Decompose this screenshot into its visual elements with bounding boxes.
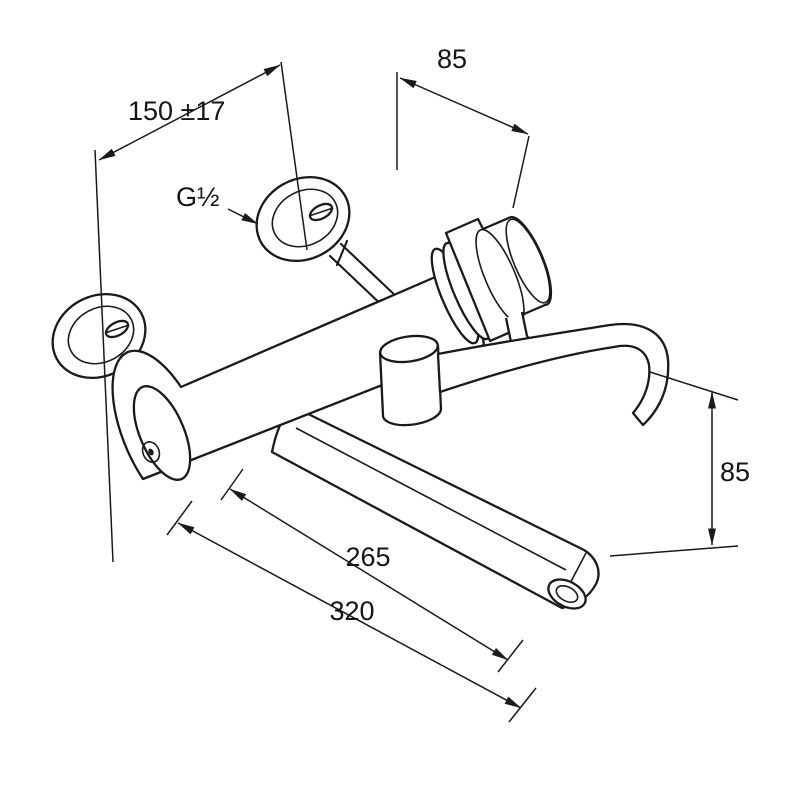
dim-label-top-offset: 85 [437,44,467,74]
handle-pivot-side [378,344,443,427]
spout [270,404,600,610]
dim-line-reach-outer [177,522,522,709]
handle-pivot-top [379,334,439,364]
flange-upper-rim [271,188,339,248]
ext-line-height-top [649,371,739,401]
ext-line-reach-inner-left [220,468,244,501]
handle-pivot [378,334,443,427]
dim-line-mounting-distance [98,64,281,161]
spout-ridge-line [295,427,567,571]
aerator-face [555,584,579,604]
ext-line-reach-outer-left [166,500,193,536]
dim-line-top-offset [399,77,529,135]
ext-line-top-offset-right [512,135,530,209]
body-tube [111,260,486,481]
flange-upper-slot-line [308,207,334,217]
head-end-face [505,218,551,304]
flange-lower-rim [67,305,135,365]
dim-label-mounting-distance: 150 ±17 [128,96,225,126]
dim-label-reach-inner: 265 [345,542,390,572]
dimensions: 150 ±17 85 G½ 265 320 85 [94,44,750,723]
body-end-screw [141,441,161,463]
lever-handle [436,322,670,427]
body-end-screw-dot [148,448,154,456]
wall-plane-line [94,149,114,563]
body-end-cap [132,385,192,481]
flange-lower-slot-line [104,324,130,334]
mixer-body [111,260,486,481]
ext-line-reach-outer-right [508,687,537,723]
spout-body [270,404,600,610]
ext-line-mounting-upper [280,61,308,251]
dim-label-height: 85 [720,457,750,487]
upper-stem-nut-tick [335,239,349,267]
thread-leader-line [227,208,259,225]
thread-size-label: G½ [176,182,220,212]
upper-stem-line-1 [339,242,401,301]
ext-line-height-bottom [609,545,739,557]
dim-label-reach-outer: 320 [329,596,374,626]
